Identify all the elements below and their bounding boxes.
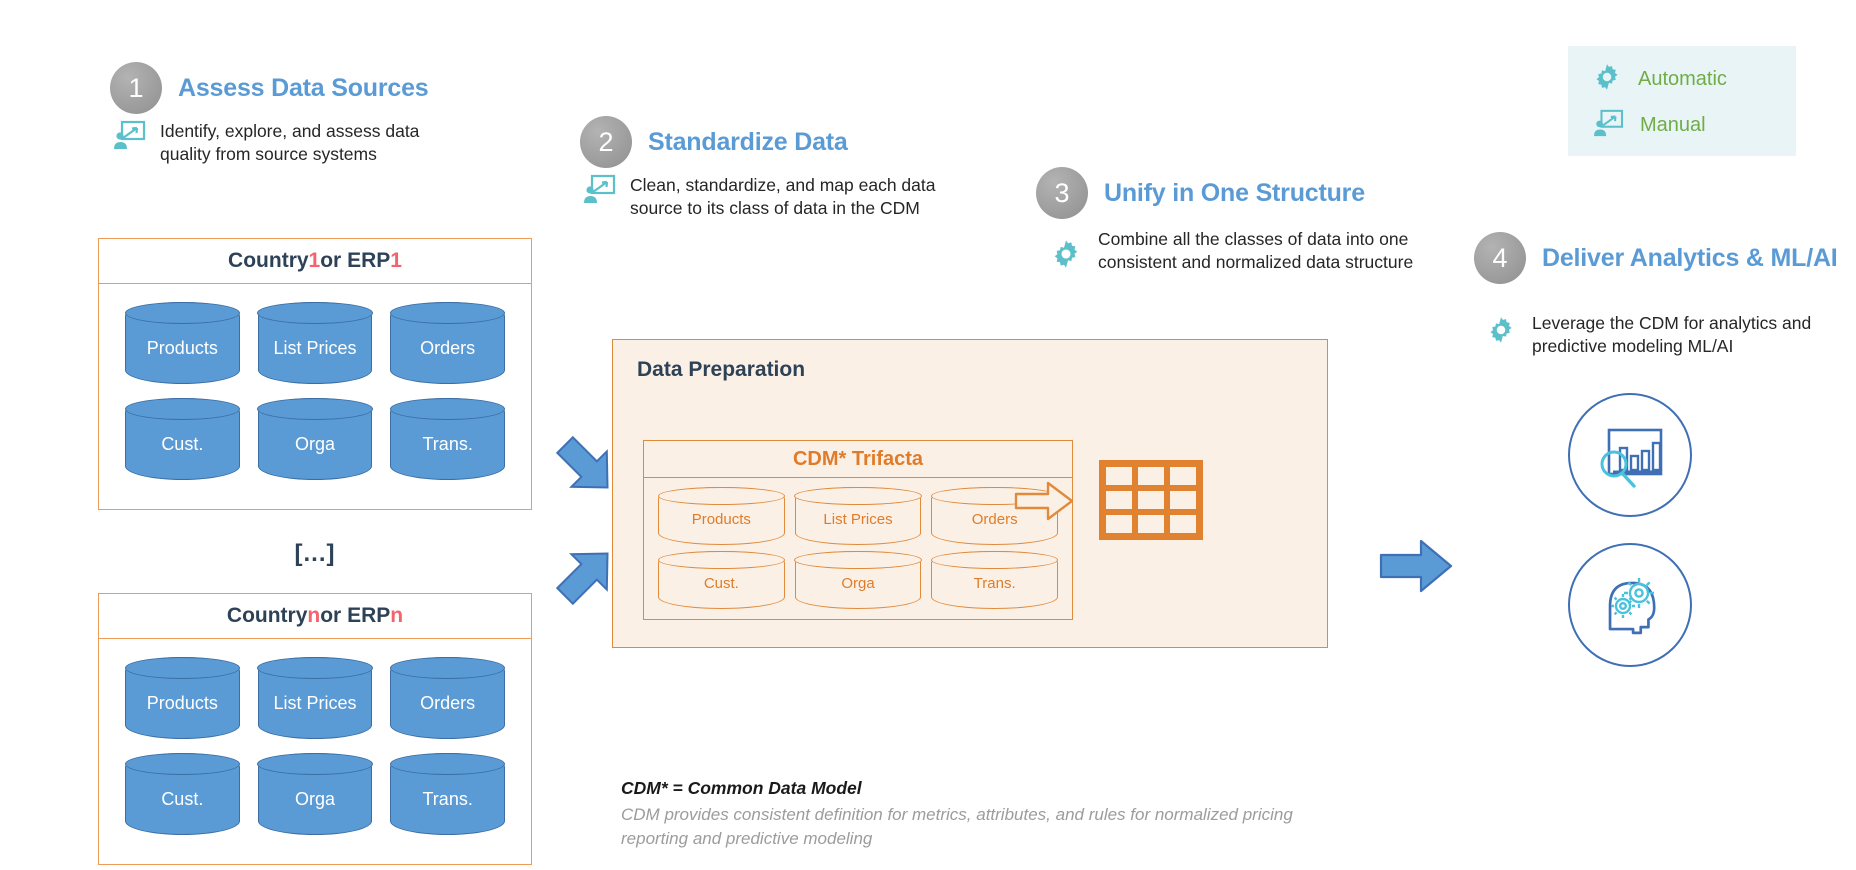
- table-cell: [1170, 491, 1196, 509]
- legend-label-manual: Manual: [1640, 113, 1706, 136]
- cylinder-products: Products: [124, 301, 240, 384]
- step-3-header: 3 Unify in One Structure: [1036, 167, 1365, 219]
- source-box-1-key: 1: [308, 249, 321, 272]
- step-1-number: 1: [110, 62, 162, 114]
- cylinder-trans: Trans.: [390, 397, 505, 480]
- cylinder-orga: Orga: [257, 397, 373, 480]
- arrow-down-right-icon: [548, 428, 626, 511]
- step-3-title: Unify in One Structure: [1104, 179, 1365, 207]
- cdm-cylinders: Products List Prices Orders Cust. Orga T…: [644, 478, 1072, 619]
- step-3-body: Combine all the classes of data into one…: [1098, 229, 1414, 273]
- source-box-1-title: Country 1 or ERP 1: [99, 239, 531, 284]
- source-ellipsis: [...]: [294, 540, 336, 567]
- presentation-person-icon: [112, 120, 146, 150]
- step-4-body: Leverage the CDM for analytics and predi…: [1532, 313, 1812, 357]
- source-box-2-title: Country n or ERP n: [99, 594, 531, 639]
- step-3-number: 3: [1036, 167, 1088, 219]
- presentation-person-icon: [582, 174, 616, 204]
- footnote-body: CDM provides consistent definition for m…: [621, 805, 1293, 849]
- source-box-1-key2: 1: [390, 249, 402, 272]
- gear-icon: [1486, 312, 1520, 345]
- legend-item-automatic: Automatic: [1592, 56, 1796, 102]
- step-2-desc: Clean, standardize, and map each data so…: [582, 174, 982, 221]
- step-1-body: Identify, explore, and assess data quali…: [160, 121, 420, 165]
- cylinder-list-prices: List Prices: [257, 301, 373, 384]
- presentation-person-icon: [1592, 109, 1624, 142]
- step-2-number: 2: [580, 116, 632, 168]
- footnote-heading: CDM* = Common Data Model: [621, 778, 862, 798]
- gear-icon: [1592, 62, 1622, 97]
- step-1-desc: Identify, explore, and assess data quali…: [112, 120, 472, 167]
- table-cell: [1138, 491, 1164, 509]
- cdm-cylinder-products: Products: [657, 486, 785, 545]
- data-preparation-title: Data Preparation: [637, 358, 806, 381]
- cylinder-list-prices: List Prices: [257, 656, 373, 739]
- cylinder-products: Products: [124, 656, 240, 739]
- step-2-header: 2 Standardize Data: [580, 116, 848, 168]
- cdm-trifacta-title: CDM* Trifacta: [644, 441, 1072, 478]
- cdm-trifacta-box: CDM* Trifacta Products List Prices Order…: [643, 440, 1073, 620]
- cylinder-trans: Trans.: [390, 752, 505, 835]
- source-box-country-1: Country 1 or ERP 1 Products List Prices …: [98, 238, 532, 510]
- cdm-cylinder-list-prices: List Prices: [794, 486, 922, 545]
- gear-icon: [1050, 228, 1084, 268]
- table-cell: [1106, 491, 1132, 509]
- cdm-cylinder-orga: Orga: [794, 550, 922, 609]
- step-4-number: 4: [1474, 232, 1526, 284]
- table-cell: [1170, 515, 1196, 533]
- table-cell: [1106, 515, 1132, 533]
- cdm-cylinder-trans: Trans.: [930, 550, 1059, 609]
- table-cell: [1170, 467, 1196, 485]
- cylinder-orders: Orders: [390, 656, 505, 739]
- source-box-2-key2: n: [390, 604, 404, 627]
- source-box-2-key: n: [307, 604, 321, 627]
- legend-panel: Automatic Manual: [1568, 46, 1796, 156]
- arrow-right-icon: [1378, 538, 1454, 599]
- table-cell: [1138, 467, 1164, 485]
- cylinder-cust: Cust.: [124, 752, 240, 835]
- table-grid-icon: [1099, 460, 1203, 540]
- table-cell: [1106, 467, 1132, 485]
- step-2-body: Clean, standardize, and map each data so…: [630, 175, 936, 219]
- legend-label-automatic: Automatic: [1638, 67, 1727, 90]
- legend-item-manual: Manual: [1592, 102, 1796, 148]
- step-1-title: Assess Data Sources: [178, 74, 429, 102]
- cylinder-cust: Cust.: [124, 397, 240, 480]
- step-4-desc: Leverage the CDM for analytics and predi…: [1486, 312, 1856, 359]
- arrow-up-right-icon: [548, 535, 626, 618]
- arrow-right-outline-icon: [1013, 480, 1075, 527]
- source-box-country-n: Country n or ERP n Products List Prices …: [98, 593, 532, 865]
- data-preparation-panel: Data Preparation CDM* Trifacta Products …: [612, 339, 1328, 648]
- ml-ai-circle-badge: [1568, 543, 1692, 667]
- source-box-1-cylinders: Products List Prices Orders Cust. Orga T…: [99, 284, 531, 500]
- step-4-title: Deliver Analytics & ML/AI: [1542, 244, 1838, 272]
- step-2-title: Standardize Data: [648, 128, 848, 156]
- bar-chart-magnifier-icon: [1587, 410, 1673, 501]
- cylinder-orders: Orders: [390, 301, 505, 384]
- table-cell: [1138, 515, 1164, 533]
- cylinder-orga: Orga: [257, 752, 373, 835]
- step-3-desc: Combine all the classes of data into one…: [1050, 228, 1450, 275]
- cdm-cylinder-cust: Cust.: [657, 550, 785, 609]
- step-1-header: 1 Assess Data Sources: [110, 62, 429, 114]
- source-box-2-cylinders: Products List Prices Orders Cust. Orga T…: [99, 639, 531, 855]
- head-gears-ai-icon: [1587, 560, 1673, 651]
- step-4-header: 4 Deliver Analytics & ML/AI: [1474, 232, 1842, 284]
- analytics-circle-badge: [1568, 393, 1692, 517]
